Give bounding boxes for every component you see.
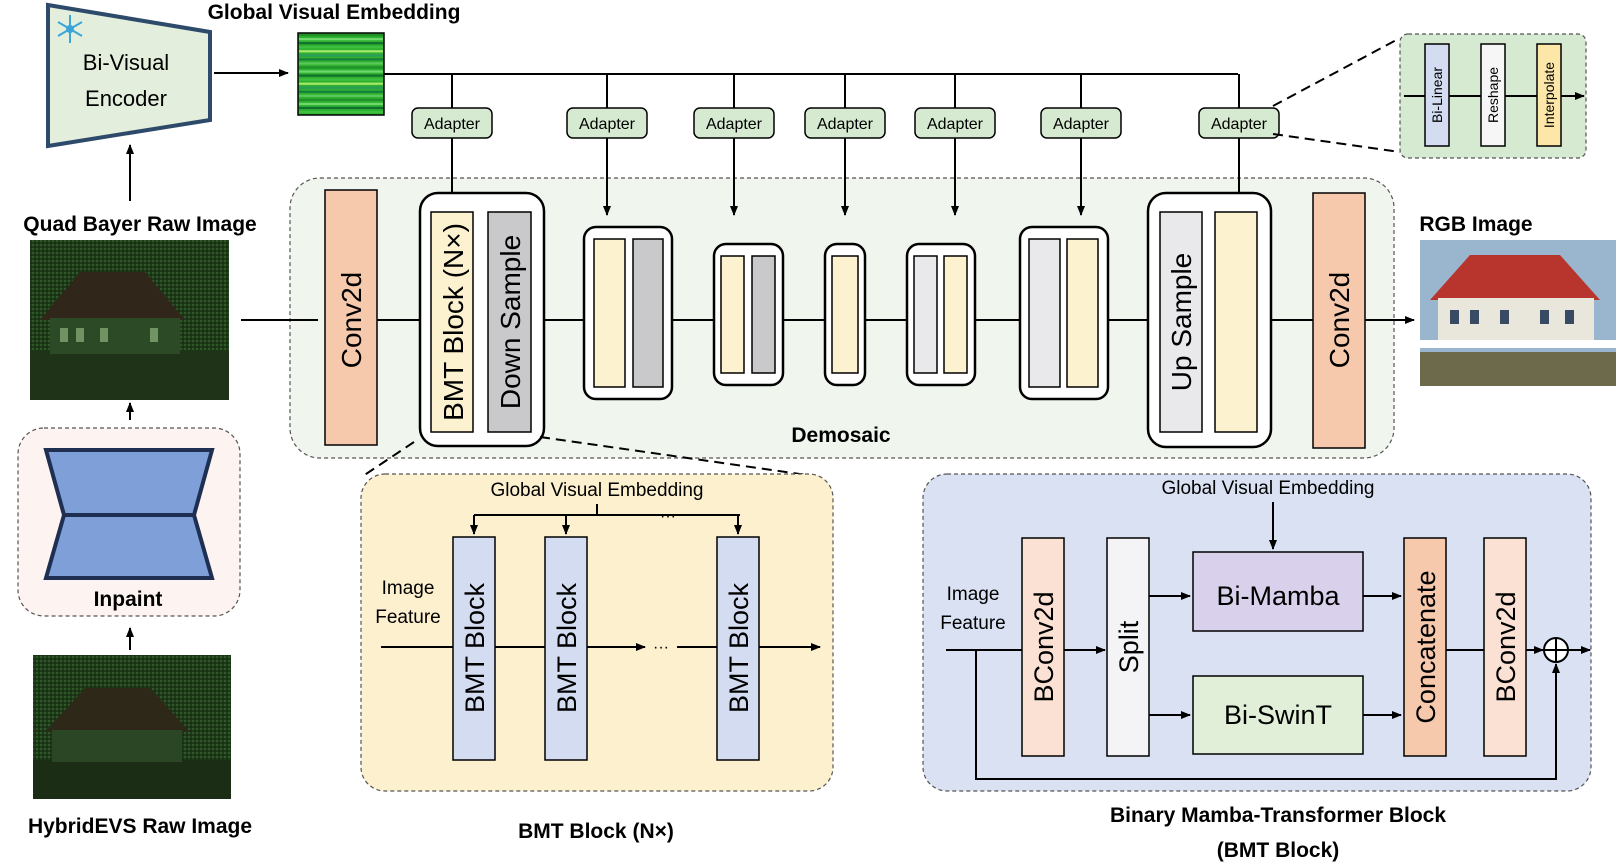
quad-bayer-image xyxy=(30,240,229,400)
bmt-n-caption: BMT Block (N×) xyxy=(518,820,674,843)
svg-text:Conv2d: Conv2d xyxy=(336,272,367,369)
adapter-4: Adapter xyxy=(804,107,886,139)
conv2d-right xyxy=(1312,192,1366,449)
interpolate-block xyxy=(1536,43,1562,147)
adapter-3: Adapter xyxy=(693,107,775,139)
svg-text:Down Sample: Down Sample xyxy=(495,235,526,409)
bmt-n-panel xyxy=(360,473,834,792)
up-sample xyxy=(1159,211,1203,433)
svg-text:Bi-Visual: Bi-Visual xyxy=(83,50,169,75)
bilinear-block xyxy=(1424,43,1450,147)
svg-text:BConv2d: BConv2d xyxy=(1029,591,1059,702)
bmt-caption-line1: Binary Mamba-Transformer Block xyxy=(1110,804,1446,827)
svg-text:Bi-Linear: Bi-Linear xyxy=(1429,67,1445,123)
unet-stage-2 xyxy=(582,225,674,401)
snowflake-icon xyxy=(57,15,83,43)
inpaint-module: Inpaint xyxy=(17,427,241,617)
hybridevs-title: HybridEVS Raw Image xyxy=(28,815,252,838)
split-block: Split xyxy=(1106,537,1150,757)
unet-stage-4 xyxy=(823,242,867,387)
adapter-5: Adapter xyxy=(914,107,996,139)
bconv2d-in: BConv2d xyxy=(1021,537,1065,757)
svg-text:BMT Block: BMT Block xyxy=(552,582,582,713)
svg-text:Adapter: Adapter xyxy=(424,116,481,133)
conv2d-left xyxy=(324,189,378,446)
bi-mamba-block: Bi-Mamba xyxy=(1192,551,1364,632)
svg-text:Feature: Feature xyxy=(940,613,1005,634)
svg-text:Reshape: Reshape xyxy=(1485,67,1501,123)
encoder-stage-1: BMT Block (N×) Down Sample xyxy=(418,191,546,448)
adapter-detail-panel: Bi-Linear Reshape Interpolate xyxy=(1272,33,1587,159)
svg-text:···: ··· xyxy=(653,639,669,656)
decoder-stage-last: Up Sample xyxy=(1146,191,1273,449)
svg-text:Bi-SwinT: Bi-SwinT xyxy=(1224,700,1332,730)
svg-text:Adapter: Adapter xyxy=(1211,116,1268,133)
unet-stages xyxy=(544,225,1148,401)
svg-text:Adapter: Adapter xyxy=(1053,116,1110,133)
inpaint-label: Inpaint xyxy=(94,588,163,611)
svg-text:Adapter: Adapter xyxy=(706,116,763,133)
adapter-6: Adapter xyxy=(1040,107,1122,139)
global-visual-embedding-title: Global Visual Embedding xyxy=(208,1,461,24)
svg-text:Concatenate: Concatenate xyxy=(1411,570,1441,723)
unet-stage-3 xyxy=(712,242,785,387)
unet-stage-6 xyxy=(1018,225,1110,401)
svg-text:Global Visual Embedding: Global Visual Embedding xyxy=(490,480,703,501)
bi-visual-encoder: Bi-Visual Encoder xyxy=(46,2,212,149)
svg-text:Split: Split xyxy=(1114,620,1144,673)
svg-text:Up Sample: Up Sample xyxy=(1166,253,1197,392)
svg-text:BMT Block: BMT Block xyxy=(724,582,754,713)
adapter-row: Adapter Adapter Adapter Adapter Adapter Adapt… xyxy=(411,74,1280,216)
svg-text:Bi-Mamba: Bi-Mamba xyxy=(1216,581,1340,611)
unet-stage-5 xyxy=(905,242,977,387)
quad-bayer-title: Quad Bayer Raw Image xyxy=(23,213,256,236)
svg-text:BConv2d: BConv2d xyxy=(1491,591,1521,702)
svg-text:Conv2d: Conv2d xyxy=(1324,272,1355,369)
bmt-block-n xyxy=(430,211,474,433)
svg-text:Adapter: Adapter xyxy=(817,116,874,133)
rgb-image xyxy=(1420,240,1616,386)
down-sample xyxy=(487,211,532,433)
bconv2d-out: BConv2d xyxy=(1483,537,1527,757)
hybridevs-image xyxy=(33,655,231,799)
bi-swint-block: Bi-SwinT xyxy=(1192,675,1364,755)
bmt-block-2: BMT Block xyxy=(544,536,588,761)
svg-text:···: ··· xyxy=(660,508,676,525)
adapter-2: Adapter xyxy=(566,107,648,139)
svg-text:Global Visual Embedding: Global Visual Embedding xyxy=(1161,478,1374,499)
adapter-7: Adapter xyxy=(1198,107,1280,139)
svg-text:BMT Block (N×): BMT Block (N×) xyxy=(438,223,469,421)
bmt-caption-line2: (BMT Block) xyxy=(1217,839,1340,862)
add-icon xyxy=(1543,637,1569,663)
bmt-block-1: BMT Block xyxy=(452,536,496,761)
svg-text:Encoder: Encoder xyxy=(85,86,167,111)
svg-text:Image: Image xyxy=(947,584,1000,605)
demosaic-label: Demosaic xyxy=(791,424,891,447)
bmt-block-n-last: BMT Block xyxy=(716,536,760,761)
svg-text:Image: Image xyxy=(382,578,435,599)
svg-text:Feature: Feature xyxy=(375,607,440,628)
svg-text:Adapter: Adapter xyxy=(579,116,636,133)
svg-text:Interpolate: Interpolate xyxy=(1541,62,1557,128)
rgb-image-title: RGB Image xyxy=(1419,213,1532,236)
svg-text:BMT Block: BMT Block xyxy=(460,582,490,713)
adapter-1: Adapter xyxy=(411,107,493,139)
global-visual-embedding-image xyxy=(297,32,385,116)
concatenate-block: Concatenate xyxy=(1403,537,1447,757)
svg-text:Adapter: Adapter xyxy=(927,116,984,133)
reshape-block xyxy=(1480,43,1506,147)
